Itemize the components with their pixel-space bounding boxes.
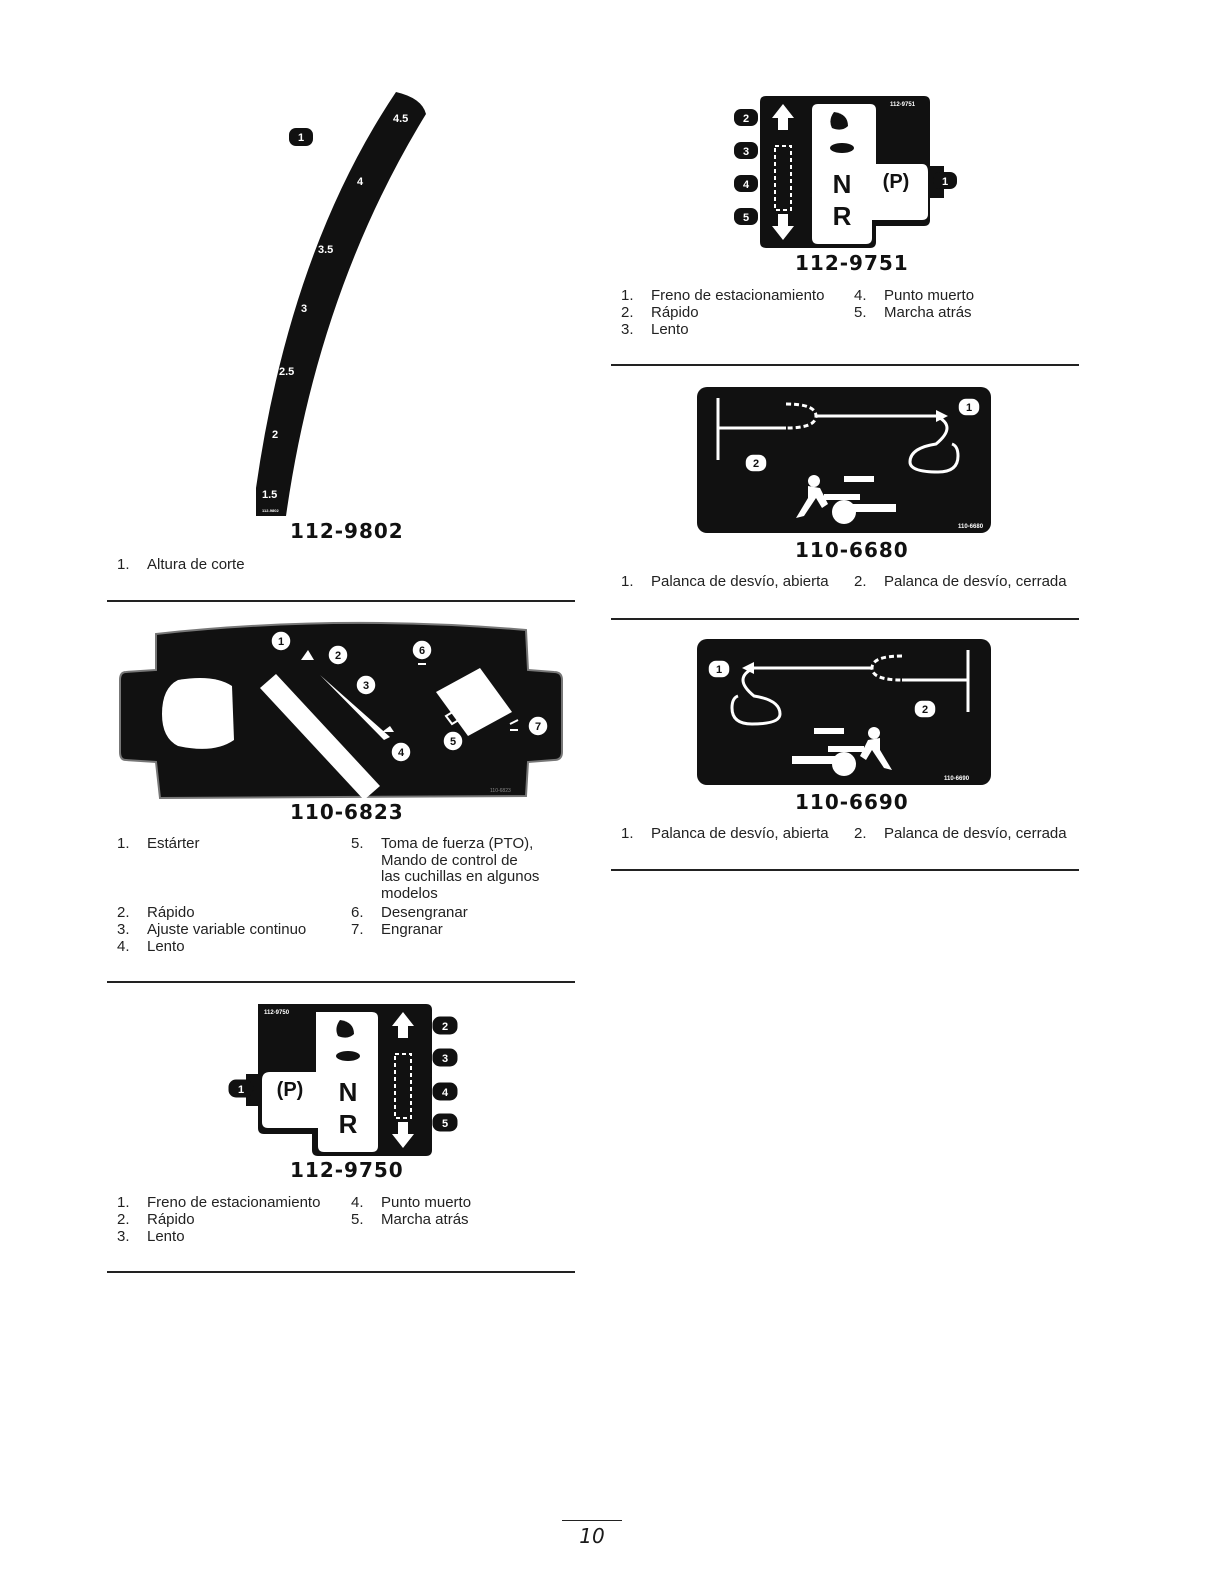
- callout-7: 7: [535, 721, 541, 733]
- callout-2: 2: [442, 1021, 448, 1033]
- person-pushing-mower-icon: [792, 727, 892, 776]
- callout-1: 1: [278, 636, 284, 648]
- park-brake-symbol: (P): [277, 1079, 304, 1101]
- decal-code: 110-6690: [795, 790, 909, 814]
- callout-2: 2: [335, 650, 341, 662]
- callout-3: 3: [743, 146, 749, 158]
- callout-1: 1: [966, 402, 972, 414]
- callout-5: 5: [743, 212, 749, 224]
- callout-2: 2: [753, 458, 759, 470]
- decal-code: 110-6823: [290, 800, 404, 824]
- motion-control-decal-right-image: 112-9751 N R (P) 1 2 3 4 5: [734, 96, 957, 248]
- callout-1: 1: [238, 1084, 244, 1096]
- callout-4: 4: [442, 1087, 449, 1099]
- control-panel-decal-image: 110-6823 1 2 3 4 5 6 7: [119, 621, 563, 800]
- height-of-cut-decal-image: 4.5 4 3.5 3 2.5 2 1.5 112-9802: [256, 92, 426, 516]
- motion-control-decal-left-image: 112-9750 N R (P) 1 2 3 4 5: [228, 1004, 458, 1156]
- turtle-icon: [830, 143, 854, 153]
- legend-112-9750: 1.Freno de estacionamiento 2.Rápido 3.Le…: [117, 1194, 472, 1245]
- callout-6: 6: [419, 645, 425, 657]
- decal-small-code: 112-9751: [890, 102, 916, 108]
- svg-text:1: 1: [298, 132, 304, 144]
- decal-small-code: 112-9750: [264, 1010, 290, 1016]
- scale-mark: 4.5: [393, 113, 408, 125]
- arrow-up-icon: [772, 104, 794, 130]
- decal-small-code: 110-6690: [944, 776, 970, 782]
- scale-mark: 3.5: [318, 244, 333, 256]
- park-brake-symbol: (P): [883, 171, 910, 193]
- section-divider: [107, 981, 575, 983]
- neutral-letter: N: [833, 169, 852, 199]
- section-divider: [107, 600, 575, 602]
- decal-code: 112-9802: [290, 519, 404, 543]
- arrow-up-icon: [392, 1012, 414, 1038]
- turtle-icon: [336, 1051, 360, 1061]
- callout-4: 4: [398, 747, 405, 759]
- scale-mark: 3: [301, 303, 307, 315]
- scale-mark: 1.5: [262, 489, 277, 501]
- legend-112-9751: 1.Freno de estacionamiento 2.Rápido 3.Le…: [621, 287, 975, 338]
- scale-mark: 4: [357, 176, 364, 188]
- section-divider: [611, 869, 1079, 871]
- neutral-letter: N: [339, 1077, 358, 1107]
- scale-mark: 2: [272, 429, 278, 441]
- arrow-down-icon: [392, 1122, 414, 1148]
- callout-2: 2: [743, 113, 749, 125]
- reverse-letter: R: [339, 1109, 358, 1139]
- decal-small-code: 110-6823: [490, 788, 511, 794]
- rabbit-icon: [830, 112, 848, 130]
- page-number-rule: [562, 1520, 622, 1521]
- decal-code: 112-9751: [795, 251, 909, 275]
- legend-110-6823: 1.Estárter 2.Rápido 3.Ajuste variable co…: [117, 835, 540, 955]
- decal-code: 112-9750: [290, 1158, 404, 1182]
- callout-5: 5: [442, 1118, 448, 1130]
- callout-1: 1: [716, 664, 722, 676]
- tractor-icon: [394, 1053, 412, 1119]
- arrow-down-icon: [772, 214, 794, 240]
- callout-1: 1: [289, 128, 313, 146]
- section-divider: [611, 618, 1079, 620]
- section-divider: [107, 1271, 575, 1273]
- decal-small-code: 112-9802: [262, 508, 279, 513]
- reverse-letter: R: [833, 201, 852, 231]
- bypass-lever-decal-mirrored-image: 1 2 110-6690: [697, 639, 991, 785]
- callout-5: 5: [450, 736, 456, 748]
- tractor-icon: [774, 145, 792, 211]
- callout-3: 3: [442, 1053, 448, 1065]
- person-pushing-mower-icon: [796, 475, 896, 524]
- decal-small-code: 110-6680: [958, 524, 984, 530]
- bypass-lever-decal-image: 1 2 110-6680: [697, 387, 991, 533]
- section-divider: [611, 364, 1079, 366]
- callout-3: 3: [363, 680, 369, 692]
- callout-4: 4: [743, 179, 750, 191]
- rabbit-icon: [336, 1020, 354, 1038]
- decal-code: 110-6680: [795, 538, 909, 562]
- callout-1: 1: [942, 176, 948, 188]
- scale-mark: 2.5: [279, 366, 294, 378]
- callout-2: 2: [922, 704, 928, 716]
- page-number: 10: [579, 1524, 605, 1548]
